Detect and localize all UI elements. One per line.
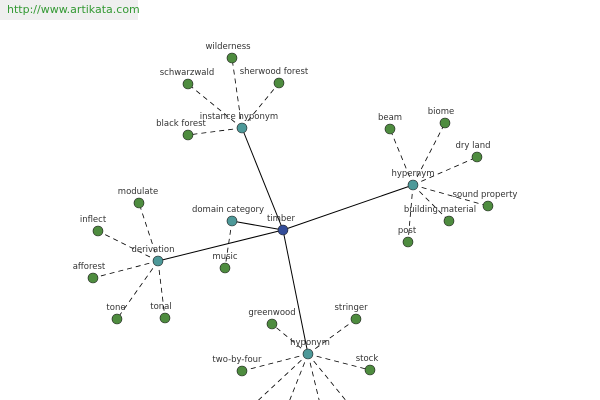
edge-instance-hyponym-to-schwarzwald xyxy=(187,83,243,129)
edge-hypernym-to-post xyxy=(407,184,414,243)
node-dry-land[interactable] xyxy=(471,151,483,163)
edge-hypernym-to-biome xyxy=(412,122,446,186)
node-label-hyponym: hyponym xyxy=(290,338,330,348)
node-hypernym[interactable] xyxy=(407,179,419,191)
node-label-biome: biome xyxy=(428,107,454,117)
node-tonal[interactable] xyxy=(159,312,171,324)
node-label-derivation: derivation xyxy=(131,245,174,255)
edge-instance-hyponym-to-sherwood-forest xyxy=(241,82,280,129)
node-instance-hyponym[interactable] xyxy=(236,122,248,134)
node-beam[interactable] xyxy=(384,123,396,135)
label-layer: timber instance hyponym hypernym domain cat… xyxy=(73,42,518,365)
edge-hyponym-to-hyponym-leaf-4 xyxy=(307,353,346,400)
node-stringer[interactable] xyxy=(350,313,362,325)
node-two-by-four[interactable] xyxy=(236,365,248,377)
edge-layer xyxy=(92,57,489,400)
edge-derivation-to-modulate xyxy=(138,202,159,262)
edge-derivation-to-tonal xyxy=(157,260,166,319)
node-label-black-forest: black forest xyxy=(156,119,206,129)
edge-hyponym-to-hyponym-leaf-1 xyxy=(258,353,309,400)
node-building-material[interactable] xyxy=(443,215,455,227)
node-domain-category[interactable] xyxy=(226,215,238,227)
edge-hyponym-to-stock xyxy=(307,353,371,371)
node-label-inflect: inflect xyxy=(80,215,107,225)
node-layer xyxy=(87,52,494,377)
node-timber[interactable] xyxy=(277,224,289,236)
node-label-greenwood: greenwood xyxy=(248,308,295,318)
node-biome[interactable] xyxy=(439,117,451,129)
edge-hypernym-to-dry-land xyxy=(412,156,478,186)
edge-timber-to-instance-hyponym xyxy=(241,127,284,231)
node-label-post: post xyxy=(398,226,417,236)
edge-timber-to-domain-category xyxy=(231,220,284,231)
edge-hyponym-to-stringer xyxy=(307,318,357,355)
edge-hypernym-to-beam xyxy=(389,128,414,186)
node-stock[interactable] xyxy=(364,364,376,376)
node-label-sound-property: sound property xyxy=(453,190,518,200)
edge-instance-hyponym-to-black-forest xyxy=(187,127,243,136)
node-schwarzwald[interactable] xyxy=(182,78,194,90)
node-label-tone: tone xyxy=(106,303,125,313)
node-label-tonal: tonal xyxy=(150,302,172,312)
node-sound-property[interactable] xyxy=(482,200,494,212)
site-url-link[interactable]: http://www.artikata.com xyxy=(0,0,140,20)
node-label-building-material: building material xyxy=(404,205,476,215)
edge-derivation-to-tone xyxy=(116,260,159,320)
node-modulate[interactable] xyxy=(133,197,145,209)
node-label-timber: timber xyxy=(267,214,296,224)
edge-domain-category-to-music xyxy=(224,220,233,269)
edge-hyponym-to-hyponym-leaf-3 xyxy=(307,353,320,400)
node-afforest[interactable] xyxy=(87,272,99,284)
edge-timber-to-hypernym xyxy=(282,184,414,231)
edge-hyponym-to-hyponym-leaf-2 xyxy=(289,353,309,400)
node-black-forest[interactable] xyxy=(182,129,194,141)
edge-timber-to-hyponym xyxy=(282,229,309,355)
edge-hyponym-to-greenwood xyxy=(271,323,309,355)
node-tone[interactable] xyxy=(111,313,123,325)
node-music[interactable] xyxy=(219,262,231,274)
edge-hypernym-to-sound-property xyxy=(412,184,489,207)
edge-instance-hyponym-to-wilderness xyxy=(231,57,243,129)
node-label-hypernym: hypernym xyxy=(391,169,434,179)
edge-derivation-to-afforest xyxy=(92,260,159,279)
node-greenwood[interactable] xyxy=(266,318,278,330)
node-label-wilderness: wilderness xyxy=(205,42,251,52)
node-inflect[interactable] xyxy=(92,225,104,237)
node-label-stringer: stringer xyxy=(334,303,368,313)
node-sherwood-forest[interactable] xyxy=(273,77,285,89)
node-label-domain-category: domain category xyxy=(192,205,264,215)
node-label-instance-hyponym: instance hyponym xyxy=(200,112,278,122)
node-hyponym[interactable] xyxy=(302,348,314,360)
node-label-music: music xyxy=(212,252,237,262)
node-label-two-by-four: two-by-four xyxy=(212,355,262,365)
node-label-modulate: modulate xyxy=(118,187,158,197)
node-post[interactable] xyxy=(402,236,414,248)
node-label-afforest: afforest xyxy=(73,262,106,272)
node-label-schwarzwald: schwarzwald xyxy=(160,68,215,78)
edge-hyponym-to-two-by-four xyxy=(241,353,309,372)
edge-derivation-to-inflect xyxy=(97,230,159,262)
node-label-stock: stock xyxy=(356,354,379,364)
node-label-dry-land: dry land xyxy=(456,141,491,151)
node-derivation[interactable] xyxy=(152,255,164,267)
node-label-beam: beam xyxy=(378,113,402,123)
node-wilderness[interactable] xyxy=(226,52,238,64)
edge-timber-to-derivation xyxy=(157,229,284,262)
node-label-sherwood-forest: sherwood forest xyxy=(240,67,309,77)
